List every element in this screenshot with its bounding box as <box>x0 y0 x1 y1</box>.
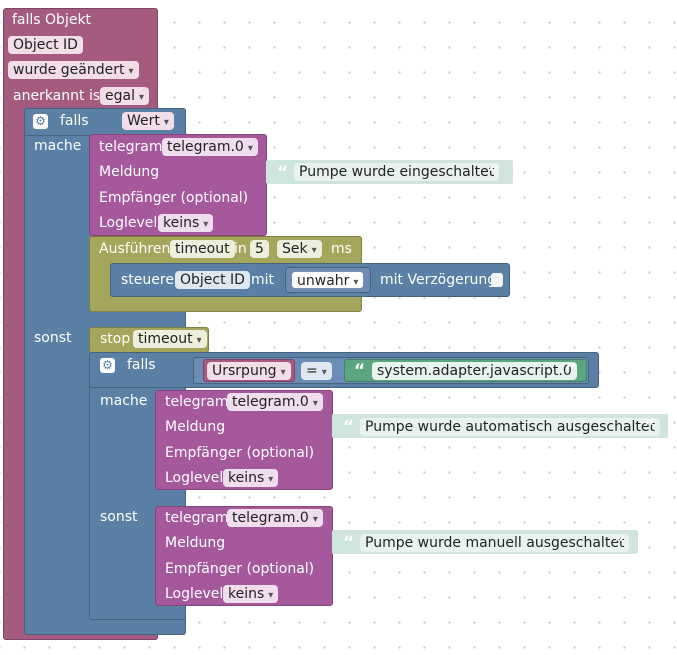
quote-close-icon: ” <box>565 361 577 381</box>
meldung-label: Meldung <box>165 419 226 435</box>
inner-mache-label: mache <box>100 393 148 409</box>
ausfuehren-label: Ausführen <box>99 241 171 257</box>
meldung-label: Meldung <box>99 164 160 180</box>
loglevel-label: Loglevel <box>165 586 224 602</box>
chevron-down-icon: ▾ <box>268 590 274 601</box>
chevron-down-icon: ▾ <box>280 367 286 378</box>
telegram-title: telegram <box>99 139 163 155</box>
ms-label: ms <box>331 241 352 257</box>
meldung-label: Meldung <box>165 535 226 551</box>
quote-open-icon: “ <box>343 417 355 437</box>
event-title: falls Objekt <box>12 12 92 28</box>
control-object-id-field[interactable]: Object ID <box>175 271 250 289</box>
loglevel-label: Loglevel <box>165 470 224 486</box>
value-dropdown[interactable]: unwahr▾ <box>291 271 365 289</box>
chevron-down-icon: ▾ <box>311 245 317 256</box>
empfaenger-label: Empfänger (optional) <box>165 561 315 577</box>
telegram-title: telegram <box>165 510 229 526</box>
timeout-name-field[interactable]: timeout <box>170 240 235 258</box>
ack-dropdown[interactable]: egal▾ <box>100 87 149 105</box>
chevron-down-icon: ▾ <box>247 143 253 154</box>
chevron-down-icon: ▾ <box>196 335 202 346</box>
quote-close-icon: ” <box>644 417 656 437</box>
falls-label: falls <box>60 113 89 129</box>
loglevel-dropdown[interactable]: keins▾ <box>223 585 279 603</box>
empfaenger-label: Empfänger (optional) <box>165 445 315 461</box>
stop-label: stop <box>100 331 131 347</box>
chevron-down-icon: ▾ <box>268 474 274 485</box>
quote-open-icon: “ <box>277 163 289 183</box>
empfaenger-label: Empfänger (optional) <box>99 190 249 206</box>
gear-icon[interactable]: ⚙ <box>33 114 48 129</box>
message-field[interactable]: Pumpe wurde manuell ausgeschaltet <box>360 534 630 552</box>
mache-label: mache <box>34 138 82 154</box>
message-field[interactable]: Pumpe wurde automatisch ausgeschaltet <box>360 418 661 436</box>
chevron-down-icon: ▾ <box>128 66 134 77</box>
origin-string-field[interactable]: system.adapter.javascript.0 <box>372 362 577 380</box>
loglevel-dropdown[interactable]: keins▾ <box>158 214 214 232</box>
quote-open-icon: “ <box>343 533 355 553</box>
chevron-down-icon: ▾ <box>353 277 359 288</box>
delay-field[interactable]: 5 <box>250 240 269 258</box>
chevron-down-icon: ▾ <box>321 367 327 378</box>
in-label: in <box>234 241 247 257</box>
telegram-instance-dropdown[interactable]: telegram.0▾ <box>227 509 323 527</box>
steuere-label: steuere <box>121 272 174 288</box>
delay-checkbox[interactable] <box>491 273 503 287</box>
chevron-down-icon: ▾ <box>163 117 169 128</box>
mit-label: mit <box>251 272 275 288</box>
chevron-down-icon: ▾ <box>312 514 318 525</box>
quote-close-icon: ” <box>614 533 626 553</box>
unit-dropdown[interactable]: Sek▾ <box>277 240 322 258</box>
object-id-field[interactable]: Object ID <box>8 36 83 54</box>
chevron-down-icon: ▾ <box>203 219 209 230</box>
operator-dropdown[interactable]: =▾ <box>301 362 332 380</box>
telegram-instance-dropdown[interactable]: telegram.0▾ <box>227 393 323 411</box>
quote-open-icon: “ <box>354 361 366 381</box>
delay-label: mit Verzögerung <box>380 272 497 288</box>
condition-dropdown[interactable]: Wert▾ <box>122 112 174 130</box>
origin-dropdown[interactable]: Ursrpung▾ <box>207 362 291 380</box>
quote-close-icon: ” <box>488 163 500 183</box>
sonst-label: sonst <box>34 330 72 346</box>
message-field[interactable]: Pumpe wurde eingeschaltet <box>294 163 500 181</box>
inner-sonst-label: sonst <box>100 509 138 525</box>
loglevel-label: Loglevel <box>99 215 158 231</box>
telegram-instance-dropdown[interactable]: telegram.0▾ <box>162 138 258 156</box>
trigger-dropdown[interactable]: wurde geändert▾ <box>8 61 139 79</box>
stop-timeout-dropdown[interactable]: timeout▾ <box>133 330 207 348</box>
chevron-down-icon: ▾ <box>312 398 318 409</box>
gear-icon[interactable]: ⚙ <box>100 358 115 373</box>
inner-falls-label: falls <box>127 357 156 373</box>
telegram-title: telegram <box>165 394 229 410</box>
chevron-down-icon: ▾ <box>138 92 144 103</box>
loglevel-dropdown[interactable]: keins▾ <box>223 469 279 487</box>
ack-label: anerkannt ist <box>13 88 106 104</box>
